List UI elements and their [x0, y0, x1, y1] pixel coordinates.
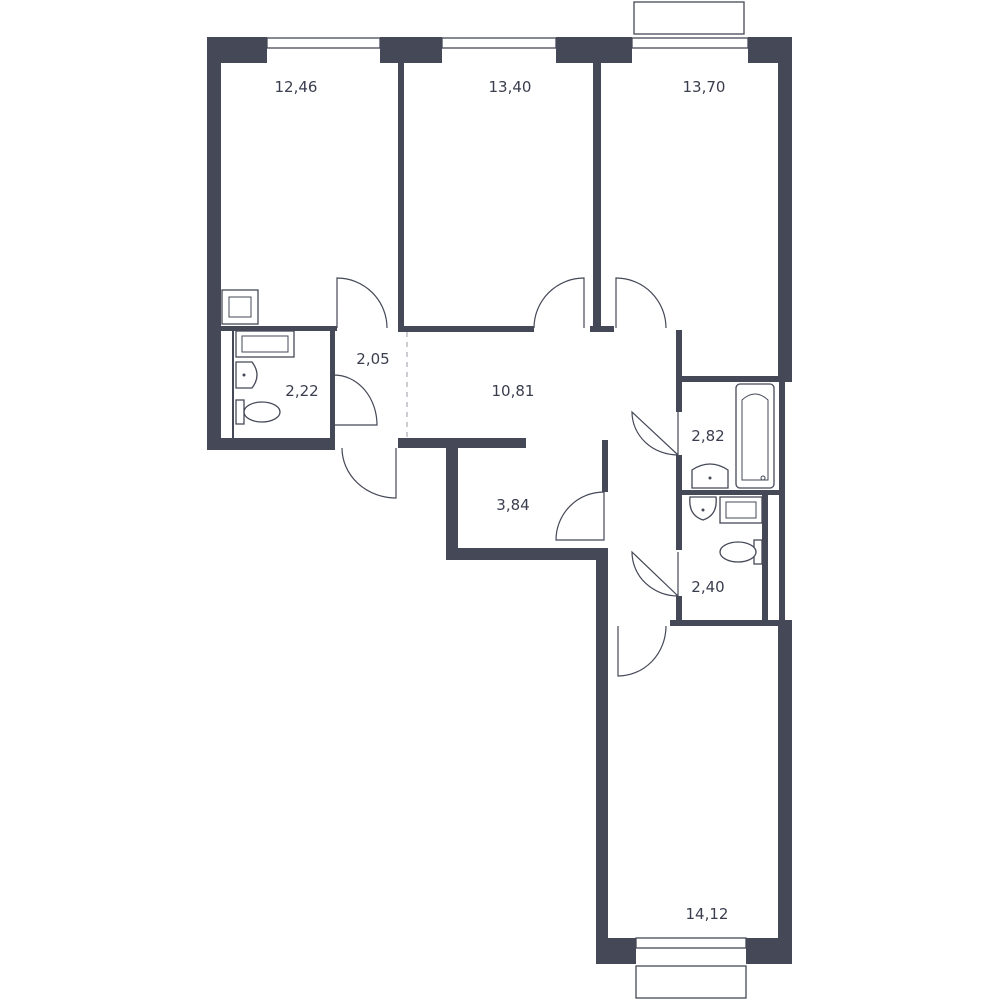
sink-icon	[691, 463, 729, 489]
wall-segment	[556, 37, 632, 63]
door	[341, 447, 397, 499]
wall-segment	[778, 37, 792, 382]
door	[555, 491, 605, 541]
wall-segment	[676, 455, 682, 550]
window	[441, 37, 557, 49]
room-area-label: 2,82	[691, 427, 724, 445]
drain	[701, 508, 705, 512]
room-area-label: 10,81	[492, 382, 535, 400]
washing-machine-icon	[719, 496, 763, 524]
door	[333, 374, 378, 426]
toilet-icon	[243, 401, 281, 423]
windows	[266, 1, 749, 999]
door	[631, 550, 679, 598]
room-area-label: 14,12	[686, 905, 729, 923]
wall-segment	[676, 596, 682, 626]
window	[635, 937, 747, 949]
door	[336, 277, 388, 329]
wall-segment	[207, 37, 221, 450]
wall-segment	[678, 490, 779, 495]
wall-segment	[446, 438, 458, 560]
wall-segment	[778, 626, 792, 964]
window	[266, 37, 381, 49]
wall-segment	[746, 938, 792, 964]
wall-segment	[602, 440, 608, 492]
door	[615, 277, 667, 329]
bathtub-inner	[741, 393, 769, 481]
toilet-icon	[719, 541, 757, 563]
wall-segment	[380, 37, 442, 63]
room-area-label: 2,40	[691, 578, 724, 596]
room-area-label: 3,84	[496, 496, 529, 514]
wall-segment	[670, 620, 792, 626]
door	[617, 625, 667, 677]
wall-segment	[590, 326, 614, 332]
drain	[708, 476, 712, 480]
drain	[760, 475, 766, 481]
sink-icon	[221, 289, 259, 325]
wall-segment	[678, 376, 792, 382]
toilet-tank	[235, 399, 245, 425]
drain	[242, 373, 246, 377]
walls	[207, 37, 792, 964]
wall-segment	[593, 63, 601, 331]
room-area-label: 13,70	[683, 78, 726, 96]
washing-machine-detail	[241, 335, 289, 353]
balcony	[635, 965, 747, 999]
inner-lines	[232, 331, 408, 440]
washing-machine-detail	[725, 501, 757, 519]
room-area-label: 12,46	[275, 78, 318, 96]
wall-segment	[596, 548, 608, 964]
wall-segment	[398, 438, 526, 448]
wall-segment	[398, 63, 404, 331]
wall-segment	[446, 548, 608, 560]
room-labels: 12,46 13,40 13,70 2,22 2,05 10,81 2,82 3…	[275, 78, 729, 923]
room-area-label: 13,40	[489, 78, 532, 96]
room-area-label: 2,22	[285, 382, 318, 400]
wall-segment	[676, 330, 682, 412]
doors	[333, 277, 679, 677]
door	[533, 277, 585, 329]
window	[631, 37, 749, 49]
wall-segment	[207, 438, 335, 450]
wall-segment	[779, 380, 785, 628]
sink-icon	[235, 361, 258, 389]
wall-segment	[398, 326, 534, 332]
sink-basin	[228, 296, 252, 318]
room-area-label: 2,05	[356, 350, 389, 368]
bathtub-icon	[735, 383, 775, 489]
washing-machine-icon	[235, 330, 295, 358]
wall-segment	[330, 330, 335, 438]
wall-segment	[762, 495, 768, 625]
wall-segment	[221, 326, 337, 331]
door	[631, 410, 679, 457]
balcony	[633, 1, 745, 35]
fixtures	[221, 289, 775, 565]
